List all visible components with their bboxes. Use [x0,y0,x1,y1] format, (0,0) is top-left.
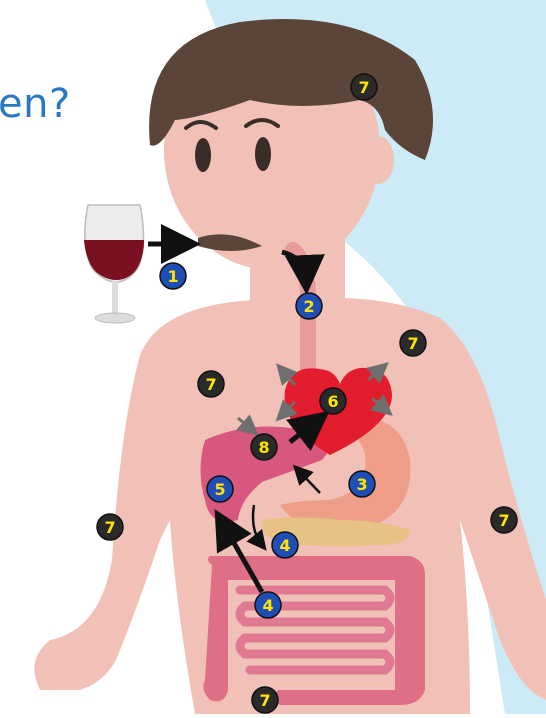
svg-text:7: 7 [104,518,115,537]
svg-text:5: 5 [214,480,225,499]
marker-7-chest-left: 7 [198,371,224,397]
eye-left [195,138,211,172]
marker-3: 3 [349,471,375,497]
svg-text:1: 1 [167,267,178,286]
svg-text:7: 7 [407,334,418,353]
title-fragment: en? [0,84,71,124]
ear [362,136,394,184]
marker-8: 8 [251,434,277,460]
marker-6: 6 [320,388,346,414]
marker-1: 1 [160,263,186,289]
svg-text:3: 3 [356,475,367,494]
marker-7-arm-right: 7 [491,507,517,533]
marker-4-lower: 4 [255,592,281,618]
svg-text:7: 7 [358,78,369,97]
svg-text:7: 7 [259,691,270,710]
marker-7-chest-right: 7 [400,330,426,356]
svg-text:8: 8 [258,438,269,457]
eye-right [255,137,271,171]
svg-text:2: 2 [303,297,314,316]
svg-text:4: 4 [279,536,290,555]
marker-4-upper: 4 [272,532,298,558]
marker-2: 2 [296,293,322,319]
marker-7-head: 7 [351,74,377,100]
marker-7-lower: 7 [252,687,278,713]
svg-text:7: 7 [205,375,216,394]
svg-text:4: 4 [262,596,273,615]
wine-glass-icon [84,205,144,323]
svg-text:6: 6 [327,392,338,411]
marker-7-arm-left: 7 [97,514,123,540]
svg-text:7: 7 [498,511,509,530]
marker-5: 5 [207,476,233,502]
